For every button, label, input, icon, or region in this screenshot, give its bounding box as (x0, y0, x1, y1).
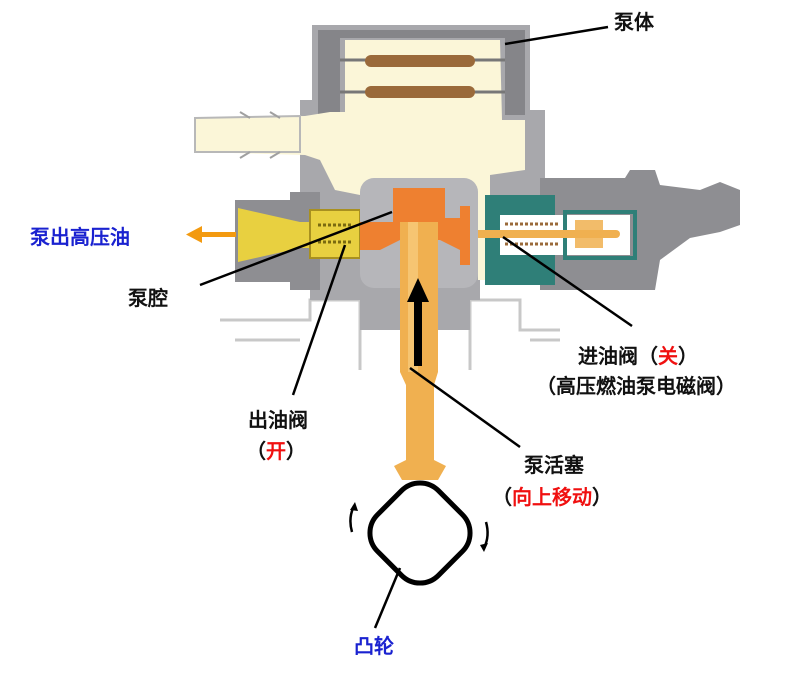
leader-outlet-valve (291, 244, 347, 396)
label-pump-body: 泵体 (614, 10, 654, 34)
low-pressure-fuel (195, 40, 525, 280)
leader-inlet-valve (502, 235, 633, 328)
inlet-pipe (194, 111, 301, 159)
leader-pump-chamber (199, 210, 393, 287)
damper-springs (340, 55, 505, 98)
label-inlet-valve: 进油阀（关） (578, 344, 698, 368)
inlet-valve-text: 进油阀（ (578, 344, 658, 368)
state-open: 开 (266, 439, 286, 463)
label-outlet-high-pressure: 泵出高压油 (30, 225, 130, 249)
label-plunger: 泵活塞 (524, 453, 584, 477)
pump-body-cap (318, 30, 525, 115)
paren-close: ） (592, 485, 612, 509)
paren-open: （ (246, 439, 266, 463)
label-pump-chamber: 泵腔 (128, 286, 168, 310)
leader-plunger (409, 366, 521, 449)
plunger-lower (394, 372, 446, 480)
motion-arrow-up (407, 278, 429, 366)
paren-close: ） (286, 439, 306, 463)
paren-close: ） (678, 344, 698, 368)
leader-lines (199, 25, 633, 629)
outlet-funnel (238, 208, 310, 262)
label-outlet-valve: 出油阀 (248, 408, 308, 432)
paren-open: （ (492, 485, 512, 509)
label-cam: 凸轮 (354, 634, 394, 658)
state-closed: 关 (658, 344, 678, 368)
label-plunger-state: （向上移动） (492, 485, 612, 509)
label-inlet-valve-sub: （高压燃油泵电磁阀） (536, 374, 736, 398)
cam (349, 480, 489, 586)
label-outlet-valve-state: （开） (246, 439, 306, 463)
state-moving-up: 向上移动 (512, 485, 592, 509)
leader-cam (373, 567, 402, 629)
flow-arrow-left (186, 226, 236, 243)
leader-pump-body (504, 25, 609, 46)
